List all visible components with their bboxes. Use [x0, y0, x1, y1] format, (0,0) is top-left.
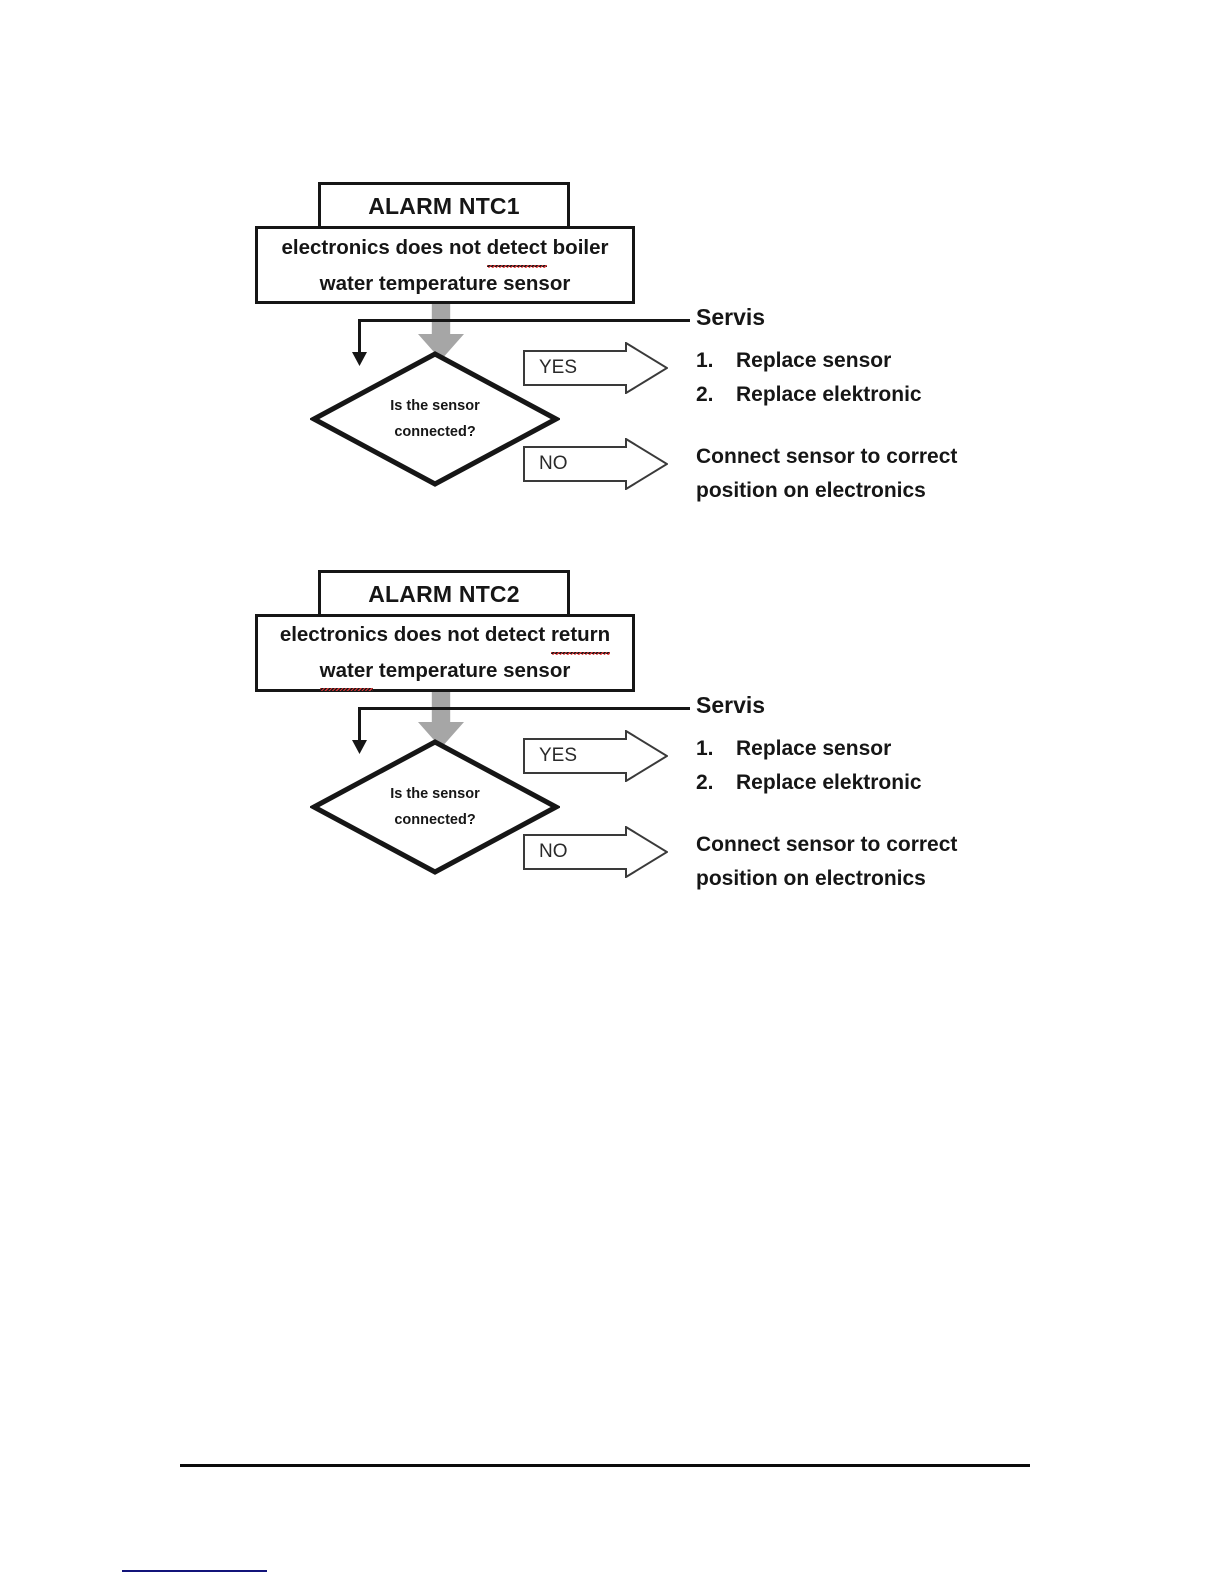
desc-text-plain-b: boiler [546, 236, 609, 259]
desc-text-misspelled: return [550, 618, 611, 655]
list-item: 2. Replace elektronic [696, 766, 1026, 800]
yes-branch-arrow-ntc1: YES [523, 342, 668, 394]
list-item: 2. Replace elektronic [696, 378, 1026, 412]
connect-instruction-line-2: position on electronics [696, 479, 926, 502]
connect-instruction-line-1: Connect sensor to correct [696, 445, 958, 468]
servis-connector-line [358, 707, 690, 710]
no-label: NO [539, 453, 568, 474]
step-number: 2. [696, 771, 714, 794]
step-text: Replace sensor [736, 737, 892, 760]
flowchart-alarm-ntc2: ALARM NTC2 electronics does not detect r… [250, 558, 1030, 898]
no-label-wrap: NO [539, 826, 568, 878]
service-actions-ntc1: Servis 1. Replace sensor 2. Replace elek… [696, 302, 1026, 508]
alarm-description-box-ntc1: electronics does not detect boiler water… [255, 226, 635, 304]
servis-steps-list: 1. Replace sensor 2. Replace elektronic [696, 732, 1026, 800]
step-number: 2. [696, 383, 714, 406]
footer-divider [180, 1464, 1030, 1467]
desc-text-misspelled-2: water [319, 654, 374, 691]
alarm-title-box-ntc1: ALARM NTC1 [318, 182, 570, 230]
alarm-description-line-1: electronics does not detect boiler [281, 231, 609, 268]
step-number: 1. [696, 737, 714, 760]
service-actions-ntc2: Servis 1. Replace sensor 2. Replace elek… [696, 690, 1026, 896]
servis-heading: Servis [696, 304, 766, 330]
desc-text-misspelled: detect [486, 231, 548, 268]
no-branch-arrow-ntc2: NO [523, 826, 668, 878]
step-number: 1. [696, 349, 714, 372]
yes-branch-arrow-ntc2: YES [523, 730, 668, 782]
yes-label-wrap: YES [539, 730, 577, 782]
yes-label: YES [539, 357, 578, 378]
alarm-title-text: ALARM NTC2 [368, 580, 520, 607]
desc-text-plain-a: electronics does not detect [279, 623, 551, 646]
alarm-title-text: ALARM NTC1 [368, 192, 520, 219]
step-text: Replace elektronic [736, 771, 922, 794]
step-text: Replace elektronic [736, 383, 922, 406]
servis-connector-elbow [358, 319, 361, 355]
alarm-description-line-2: water temperature sensor [319, 654, 571, 691]
desc-text-plain-b: temperature sensor [373, 659, 571, 682]
flowchart-alarm-ntc1: ALARM NTC1 electronics does not detect b… [250, 170, 1030, 510]
link-underline [122, 1570, 267, 1572]
servis-connector-elbow [358, 707, 361, 743]
connect-instruction-line-2: position on electronics [696, 867, 926, 890]
connect-instruction: Connect sensor to correct position on el… [696, 440, 1026, 508]
alarm-title-box-ntc2: ALARM NTC2 [318, 570, 570, 618]
step-text: Replace sensor [736, 349, 892, 372]
alarm-description-line-1: electronics does not detect return [279, 618, 611, 655]
no-label-wrap: NO [539, 438, 568, 490]
list-item: 1. Replace sensor [696, 732, 1026, 766]
list-item: 1. Replace sensor [696, 344, 1026, 378]
yes-label: YES [539, 745, 578, 766]
servis-steps-list: 1. Replace sensor 2. Replace elektronic [696, 344, 1026, 412]
no-label: NO [539, 841, 568, 862]
servis-connector-line [358, 319, 690, 322]
yes-label-wrap: YES [539, 342, 577, 394]
desc-text-plain-a: electronics does not [281, 236, 487, 259]
alarm-description-box-ntc2: electronics does not detect return water… [255, 614, 635, 692]
no-branch-arrow-ntc1: NO [523, 438, 668, 490]
servis-heading: Servis [696, 692, 766, 718]
alarm-description-line-2: water temperature sensor [319, 272, 571, 295]
connect-instruction-line-1: Connect sensor to correct [696, 833, 958, 856]
connect-instruction: Connect sensor to correct position on el… [696, 828, 1026, 896]
